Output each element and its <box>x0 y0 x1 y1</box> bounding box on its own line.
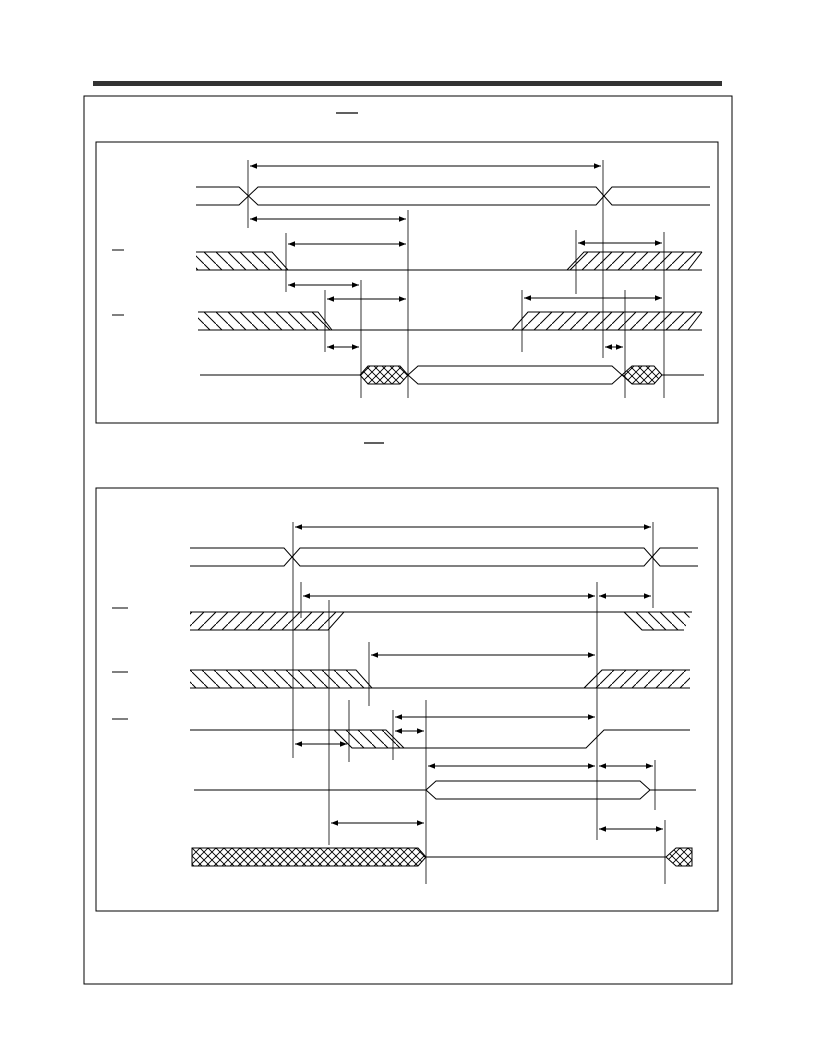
d1-reference-lines <box>247 160 665 398</box>
d1-timing-arrows <box>250 163 662 350</box>
d2-timing-arrows <box>295 524 663 832</box>
timing-diagram-2 <box>95 487 719 912</box>
diagram-1-frame <box>95 141 719 424</box>
d2-control-3-waveform <box>190 729 690 749</box>
d1-control-2-waveform <box>198 311 703 331</box>
header-rule <box>93 81 722 86</box>
d2-data-in-waveform <box>191 847 693 867</box>
d2-data-out-waveform <box>194 780 696 800</box>
d1-data-out-waveform <box>200 365 704 385</box>
d2-reference-lines <box>292 522 666 884</box>
d2-control-2-waveform <box>190 669 690 689</box>
d1-control-1-waveform <box>196 251 703 271</box>
diagram-2-frame <box>95 487 719 912</box>
d2-control-1-waveform <box>190 611 692 631</box>
page-frame <box>83 95 733 985</box>
timing-diagram-1 <box>95 141 719 424</box>
d2-address-waveform <box>190 547 698 567</box>
d1-address-waveform <box>196 186 710 206</box>
